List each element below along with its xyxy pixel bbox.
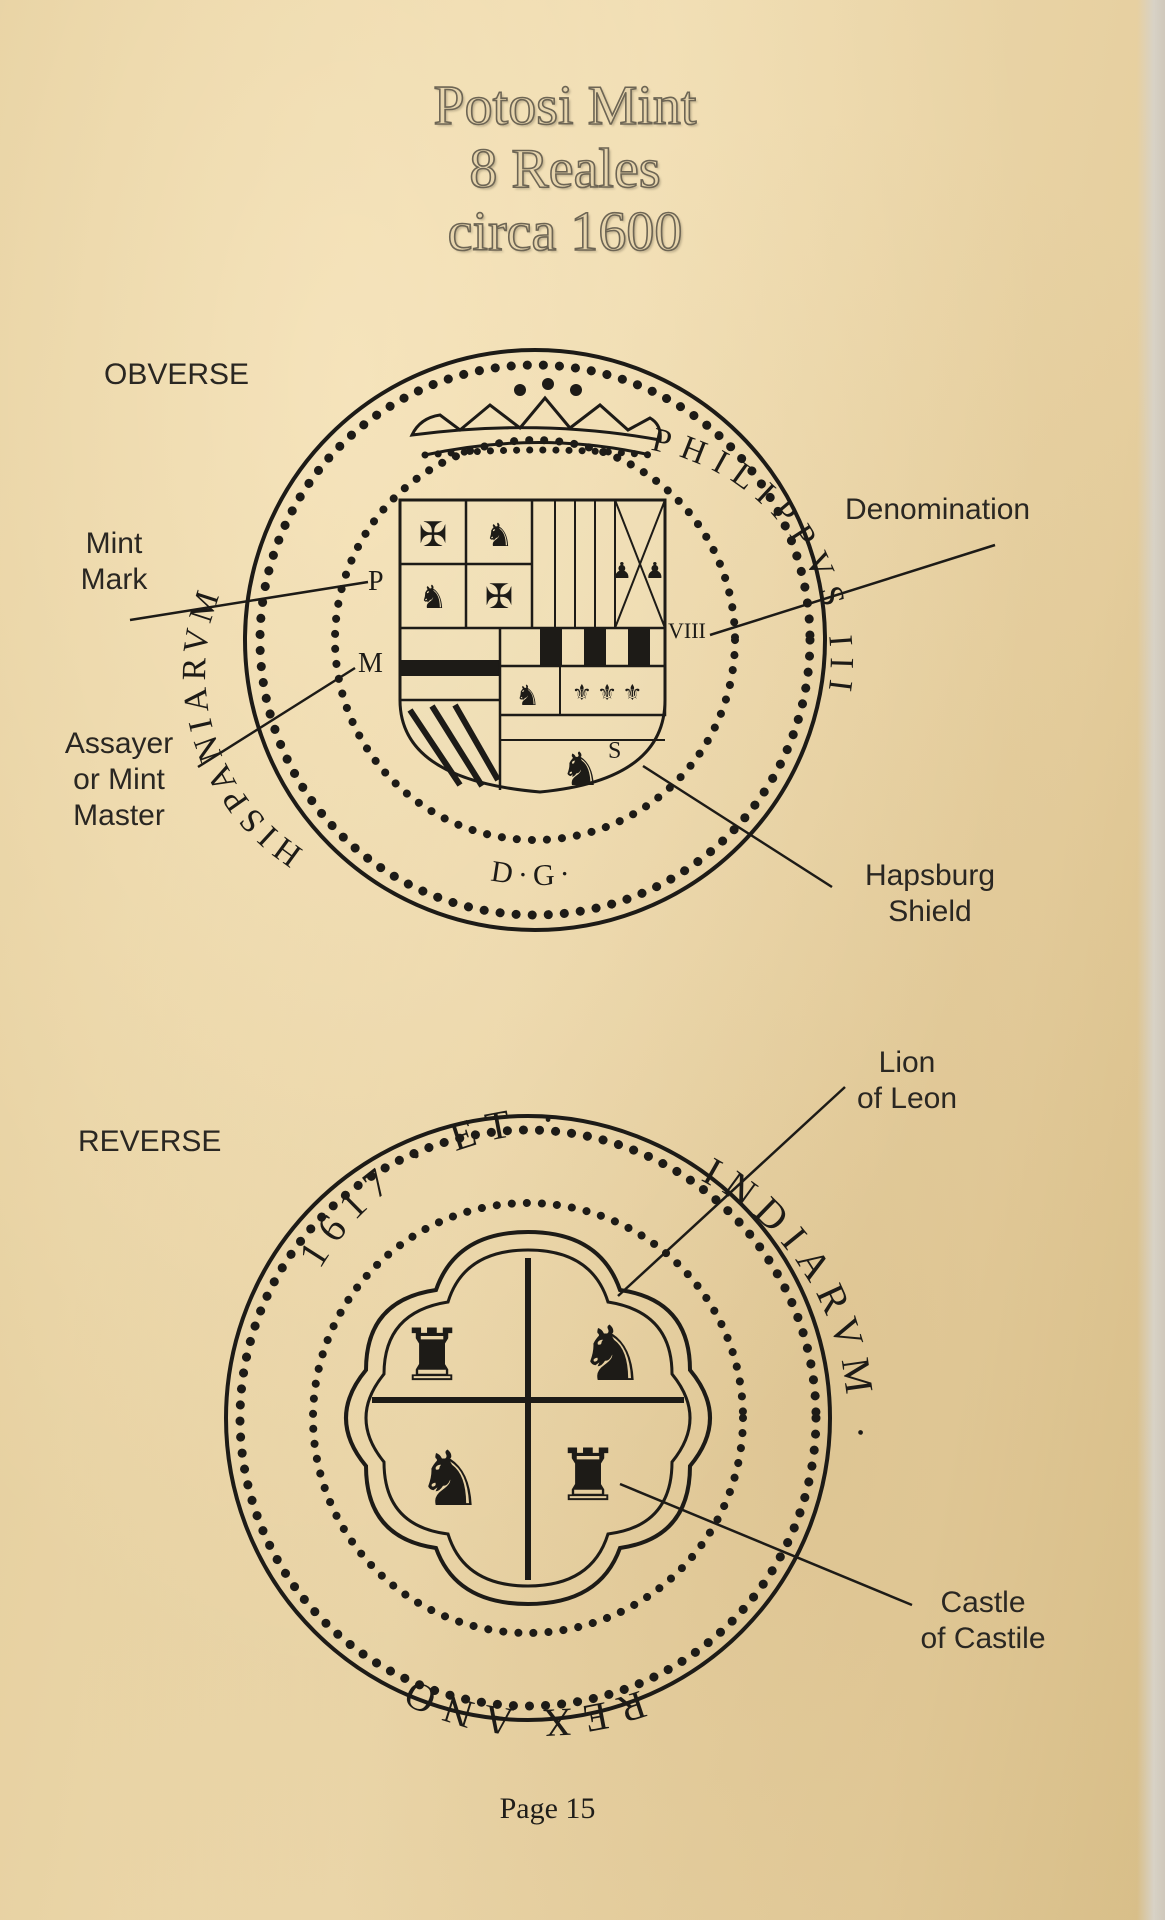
mint-mark-leader bbox=[129, 580, 369, 622]
svg-text:REX ANO: REX ANO bbox=[388, 1667, 651, 1747]
reverse-legend-left: REX ANO bbox=[388, 1667, 641, 1747]
assayer-line-3: Master bbox=[73, 799, 165, 832]
castle-of-castile-label: Castle of Castile bbox=[888, 1585, 1078, 1657]
title-line-3: circa 1600 bbox=[447, 201, 683, 263]
lion-icon: ♞ bbox=[578, 1313, 646, 1397]
crown-icon bbox=[409, 378, 662, 459]
svg-text:PHILIPPVS III: PHILIPPVS III bbox=[648, 421, 860, 703]
svg-text:♞: ♞ bbox=[560, 744, 601, 795]
reverse-coin: ♜ ♞ ♞ ♜ 1617 · ET · INDIARVM · REX ANO bbox=[224, 1086, 913, 1747]
svg-text:♞: ♞ bbox=[419, 579, 448, 615]
hapsburg-shield-label: Hapsburg Shield bbox=[840, 858, 1020, 930]
assayer-letter: M bbox=[358, 648, 383, 679]
title-line-2: 8 Reales bbox=[469, 138, 662, 200]
svg-text:D·G·: D·G· bbox=[489, 855, 578, 893]
mint-mark-line-1: Mint bbox=[85, 527, 143, 560]
svg-text:♞: ♞ bbox=[515, 681, 540, 712]
mint-mark-line-2: Mark bbox=[80, 563, 148, 596]
lion-of-leon-label: Lion of Leon bbox=[822, 1045, 992, 1117]
svg-text:✠: ✠ bbox=[485, 579, 514, 616]
castle-line-1: Castle bbox=[940, 1586, 1026, 1619]
svg-text:♟: ♟ bbox=[645, 558, 665, 583]
mint-mark-label: Mint Mark bbox=[64, 526, 164, 598]
hapsburg-leader bbox=[642, 764, 833, 889]
castle-icon: ♜ bbox=[556, 1436, 621, 1516]
lion-leader bbox=[617, 1086, 846, 1297]
reverse-section-label: REVERSE bbox=[78, 1125, 222, 1158]
denomination-label: Denomination bbox=[845, 493, 1031, 526]
reverse-legend-top: 1617 · ET · bbox=[289, 1097, 555, 1275]
page-number: Page 15 bbox=[499, 1792, 596, 1825]
obverse-legend-left: HISPANIARVM bbox=[176, 581, 302, 874]
mint-mark-letter: P bbox=[368, 566, 384, 597]
hapsburg-shield-icon: ✠ ♞ ♞ ✠ ♟ ♟ bbox=[398, 498, 667, 795]
obverse-legend-bottom: D·G· bbox=[489, 855, 572, 893]
hapsburg-letter: S bbox=[608, 738, 621, 764]
obverse-section-label: OBVERSE bbox=[104, 358, 250, 391]
assayer-line-2: or Mint bbox=[73, 763, 165, 796]
castle-leader bbox=[619, 1482, 913, 1607]
lion-line-2: of Leon bbox=[856, 1082, 958, 1115]
lion-icon: ♞ bbox=[416, 1438, 484, 1522]
denomination-leader bbox=[709, 543, 996, 637]
svg-text:⚜ ⚜ ⚜: ⚜ ⚜ ⚜ bbox=[572, 680, 642, 705]
svg-text:✠: ✠ bbox=[419, 517, 448, 554]
svg-text:1617 · ET ·: 1617 · ET · bbox=[289, 1097, 565, 1275]
svg-text:HISPANIARVM: HISPANIARVM bbox=[176, 581, 308, 874]
assayer-leader bbox=[197, 666, 356, 769]
hapsburg-line-2: Shield bbox=[888, 895, 972, 928]
denomination-mark: VIII bbox=[668, 618, 706, 643]
lion-line-1: Lion bbox=[878, 1046, 936, 1079]
title-line-1: Potosi Mint bbox=[433, 75, 698, 137]
hapsburg-line-1: Hapsburg bbox=[864, 859, 996, 892]
svg-text:♞: ♞ bbox=[485, 517, 514, 553]
svg-text:♟: ♟ bbox=[612, 558, 632, 583]
obverse-legend-right: PHILIPPVS III bbox=[648, 421, 850, 703]
castle-icon: ♜ bbox=[400, 1316, 465, 1396]
assayer-label: Assayer or Mint Master bbox=[44, 726, 194, 834]
assayer-line-1: Assayer bbox=[64, 727, 174, 760]
obverse-coin: ✠ ♞ ♞ ✠ ♟ ♟ bbox=[129, 348, 996, 932]
castle-line-2: of Castile bbox=[920, 1622, 1046, 1655]
